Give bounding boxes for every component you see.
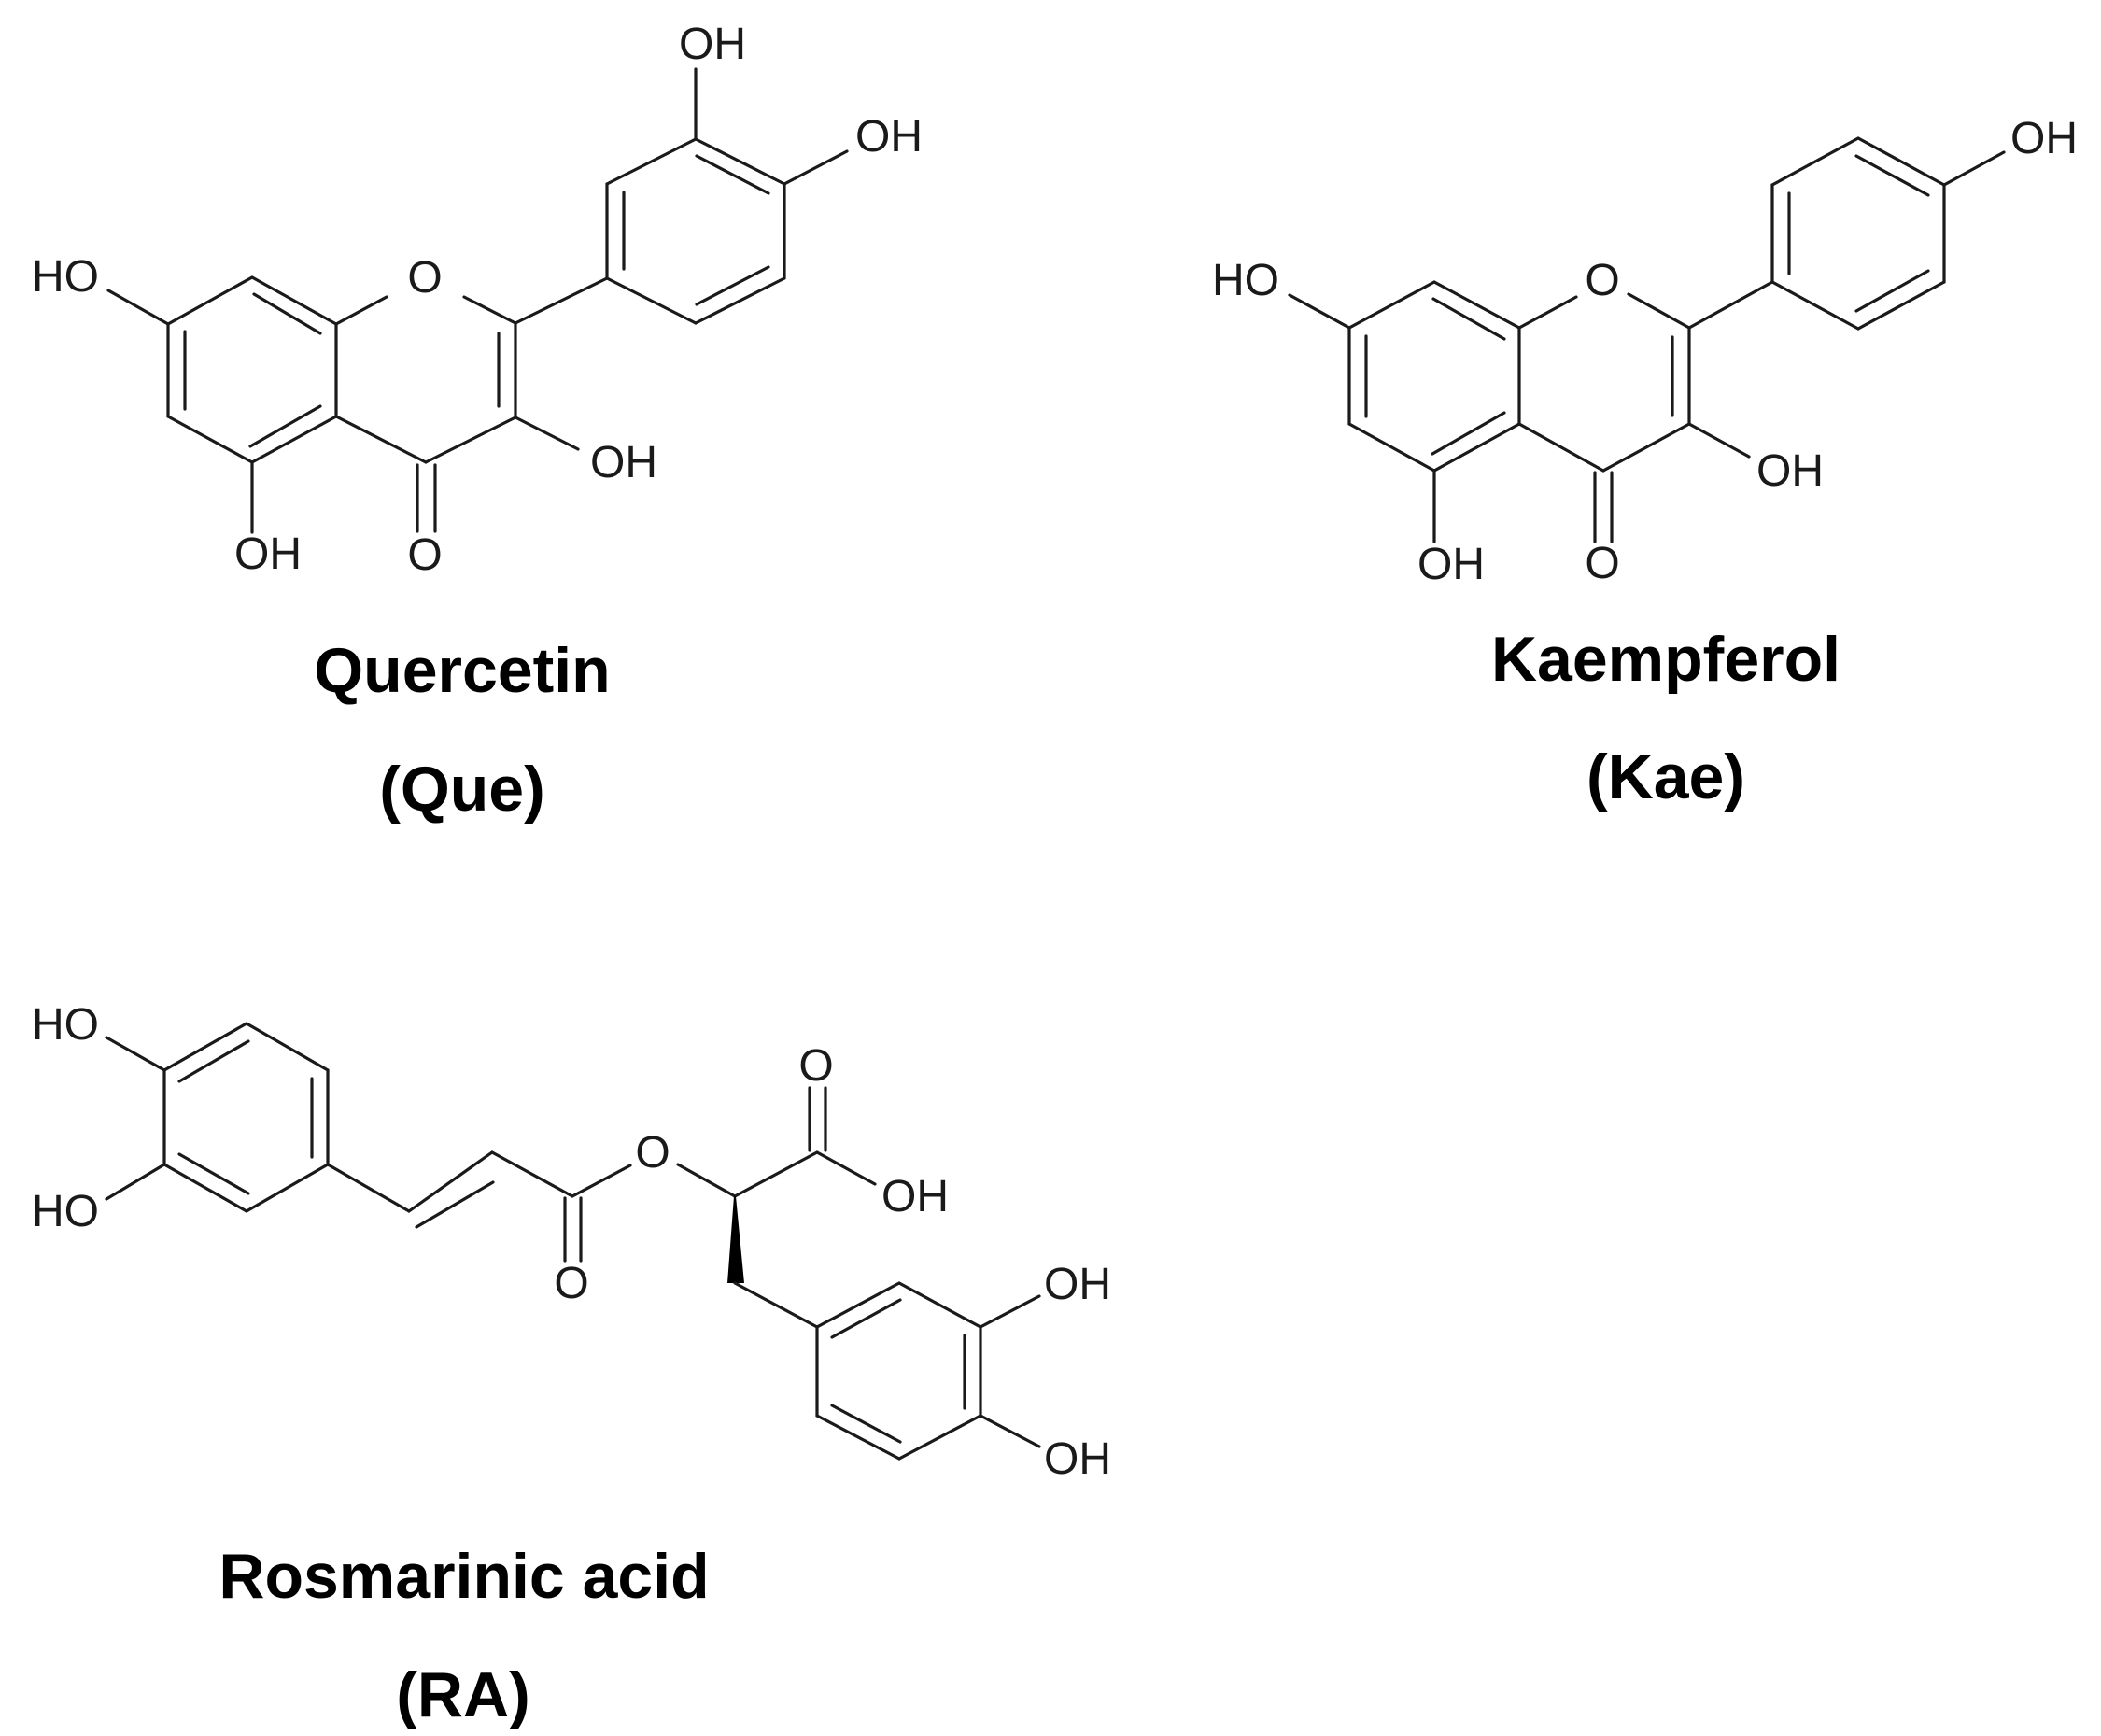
- compound-name-rosmarinic-acid: Rosmarinic acid: [219, 1541, 709, 1612]
- compound-name-quercetin: Quercetin: [314, 635, 610, 706]
- atom-label-oh: OH: [855, 112, 923, 162]
- stereo-wedge-bond: [727, 1196, 744, 1283]
- atom-label-acid-oh: OH: [881, 1172, 949, 1221]
- atom-label-oh: OH: [1044, 1434, 1111, 1484]
- atom-label-ester-o: O: [635, 1128, 670, 1178]
- atom-label-oh: OH: [1756, 446, 1824, 496]
- atom-label-acid-carbonyl-o: O: [798, 1041, 833, 1091]
- atom-label-ring-o: O: [1585, 256, 1619, 305]
- atom-label-oh: OH: [1417, 540, 1485, 589]
- atom-label-carbonyl-o: O: [407, 530, 442, 580]
- atom-label-ho: HO: [32, 252, 99, 302]
- atom-label-oh: OH: [1044, 1260, 1111, 1309]
- atom-label-ester-carbonyl-o: O: [554, 1259, 588, 1308]
- atom-label-oh: OH: [234, 529, 302, 579]
- atom-label-oh: OH: [679, 20, 746, 69]
- atom-label-ho: HO: [32, 1000, 99, 1050]
- atom-label-ring-o: O: [407, 253, 442, 303]
- compound-abbreviation-que: (Que): [379, 754, 545, 825]
- atom-label-oh: OH: [2010, 114, 2078, 163]
- quercetin-structure: OH OH HO O OH OH O Quercetin (Que): [32, 20, 923, 825]
- atom-label-ho: HO: [32, 1187, 99, 1236]
- compound-name-kaempferol: Kaempferol: [1491, 624, 1840, 695]
- compound-abbreviation-kae: (Kae): [1586, 741, 1745, 812]
- atom-label-ho: HO: [1212, 256, 1279, 305]
- rosmarinic-acid-structure: HO HO O O O OH OH OH Rosmarinic acid (RA…: [32, 1000, 1111, 1730]
- atom-label-carbonyl-o: O: [1585, 539, 1619, 588]
- kaempferol-structure: OH HO O OH OH O Kaempferol (Kae): [1212, 114, 2078, 812]
- compound-abbreviation-ra: (RA): [396, 1659, 530, 1730]
- atom-label-oh: OH: [590, 438, 657, 487]
